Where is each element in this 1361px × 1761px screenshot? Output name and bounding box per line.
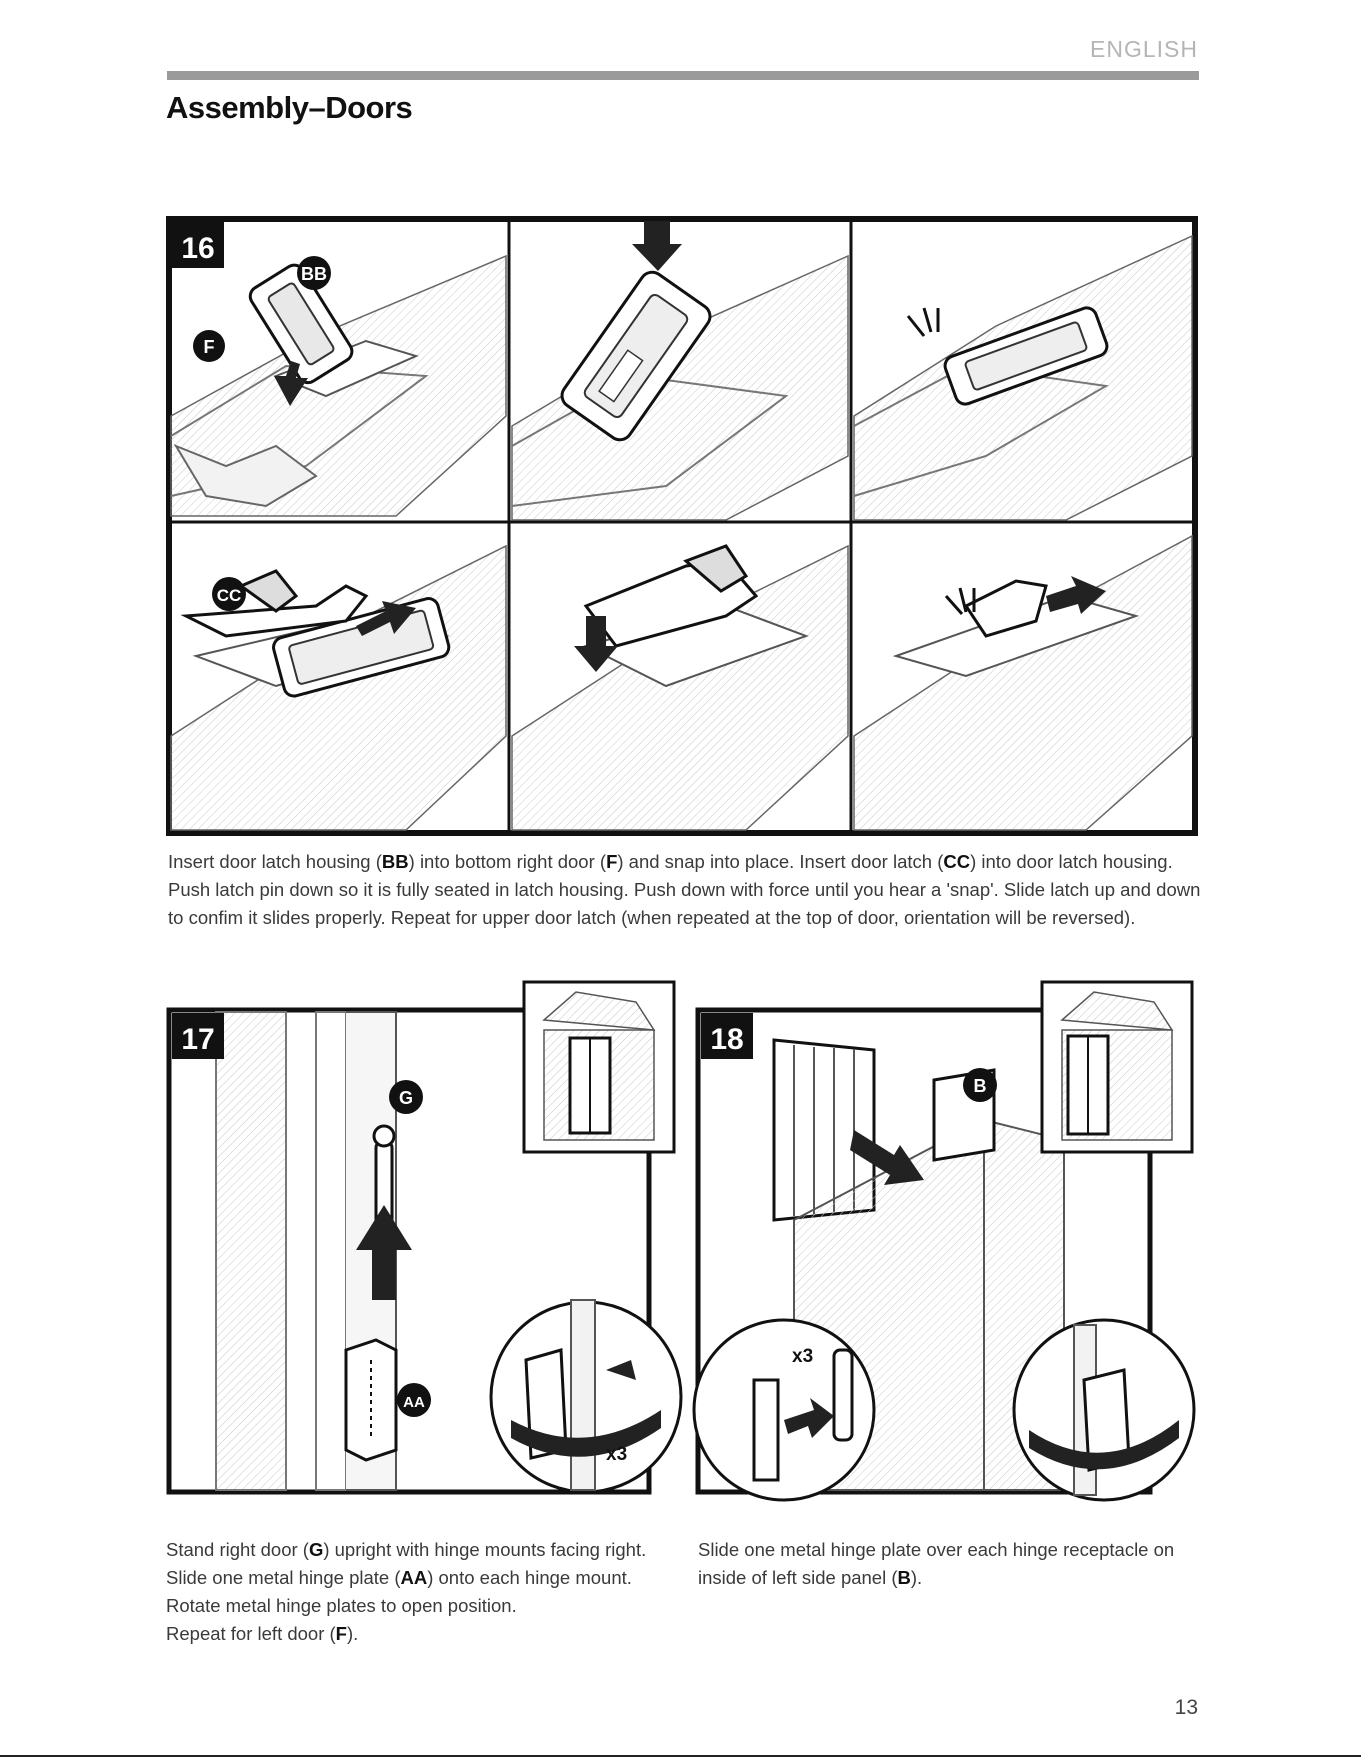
step16-instructions: Insert door latch housing (BB) into bott… [168, 848, 1208, 932]
label-aa: AA [403, 1394, 425, 1411]
step18-line-2: inside of left side panel (B). [698, 1567, 923, 1588]
latch-housing-bb-drawing [248, 263, 354, 385]
snap-mark-icon [906, 307, 940, 337]
hinge-plate-aa-drawing [344, 1338, 398, 1462]
section-title: Assembly–Doors [166, 90, 413, 125]
step17-number: 17 [181, 1023, 214, 1056]
arrow-1-icon [356, 601, 416, 636]
step17-figure: G AA 17 x3 [166, 980, 683, 1495]
arrow-1-icon [850, 1130, 924, 1185]
rotate-arrow-icon [511, 1410, 661, 1457]
step18-number: 18 [710, 1023, 743, 1056]
arrow-1-icon [356, 1205, 412, 1300]
step16-figure: BB F 16 [166, 216, 1198, 836]
step18-figure: B 18 x3 [692, 980, 1196, 1502]
step17-instructions: Stand right door (G) upright with hinge … [166, 1536, 686, 1648]
label-g: G [399, 1088, 413, 1108]
step16-line-3: to confim it slides properly. Repeat for… [168, 907, 1136, 928]
shed-inset-18 [1040, 980, 1194, 1154]
arrow-2-icon [632, 221, 682, 271]
zoom-detail-18-left [692, 1318, 876, 1502]
quantity-x3: x3 [606, 1444, 627, 1465]
label-cc: CC [217, 586, 242, 605]
step17-line-4: Repeat for left door (F). [166, 1623, 359, 1644]
bottom-rule [0, 1755, 1361, 1757]
step16-line-2: Push latch pin down so it is fully seate… [168, 879, 1201, 900]
step16-panel-4 [170, 544, 507, 831]
step16-panel-2 [511, 221, 849, 521]
step17-line-2: Slide one metal hinge plate (AA) onto ea… [166, 1567, 632, 1588]
label-b: B [974, 1076, 987, 1096]
step16-number: 16 [181, 232, 214, 265]
quantity-x3: x3 [792, 1346, 813, 1367]
step-number-badge [172, 222, 224, 268]
snap-mark-icon [944, 587, 976, 615]
zoom-detail-17 [489, 1299, 683, 1494]
language-label: ENGLISH [1090, 36, 1198, 62]
step18-line-1: Slide one metal hinge plate over each hi… [698, 1539, 1175, 1560]
shed-inset-17 [522, 980, 676, 1154]
arrow-2-icon [784, 1398, 834, 1438]
arrow-3-icon [1046, 576, 1106, 614]
zoom-detail-18-right [1012, 1318, 1196, 1502]
header-rule [167, 71, 1199, 80]
arrow-1-icon [274, 361, 308, 406]
step16-panel-3 [853, 234, 1193, 521]
latch-cc-drawing [180, 569, 369, 638]
step16-panel-6 [853, 534, 1193, 831]
label-f: F [204, 337, 215, 357]
label-bb: BB [301, 264, 327, 284]
arrow-2-icon [574, 616, 618, 672]
step17-line-1: Stand right door (G) upright with hinge … [166, 1539, 647, 1560]
step16-panel-1 [170, 254, 507, 517]
label-badge [297, 256, 331, 290]
step16-panel-5 [511, 544, 849, 831]
step18-instructions: Slide one metal hinge plate over each hi… [698, 1536, 1198, 1592]
step17-line-3: Rotate metal hinge plates to open positi… [166, 1595, 517, 1616]
page-number: 13 [1174, 1696, 1198, 1719]
step16-line-1: Insert door latch housing (BB) into bott… [168, 851, 1173, 872]
rotate-arrow-icon [1029, 1420, 1179, 1470]
